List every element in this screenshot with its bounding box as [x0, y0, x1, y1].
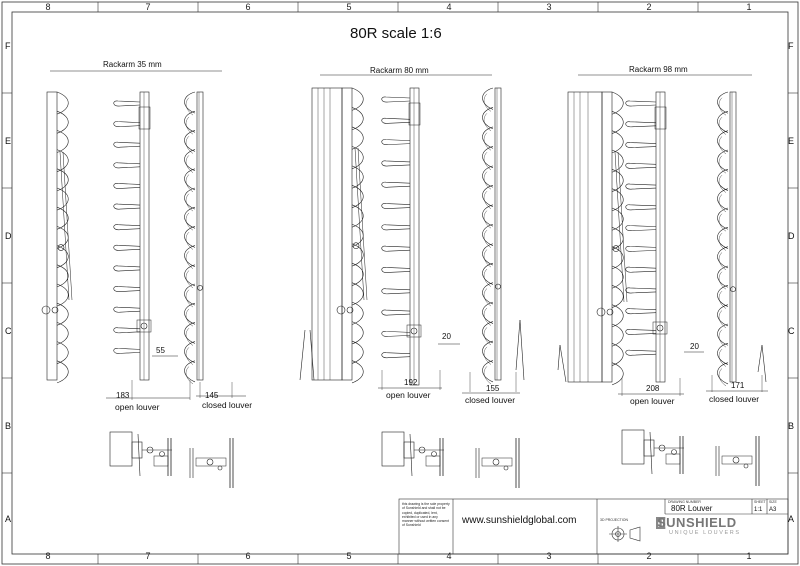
zone-label-bottom: 3	[546, 551, 552, 561]
zone-label-bottom: 6	[245, 551, 251, 561]
brand-name: SUNSHIELD	[657, 515, 737, 530]
title-block-frame	[398, 498, 789, 555]
zone-label-top: 6	[245, 2, 251, 12]
projection-symbol	[609, 526, 641, 542]
drawing-number-label: DRAWING NUMBER	[668, 500, 701, 504]
zone-label-left: E	[5, 136, 12, 146]
projection-label: 3D PROJECTION	[600, 518, 629, 522]
open-width-dim: 183	[116, 391, 130, 400]
sunshield-logo-icon	[656, 517, 666, 529]
arm-dim: 55	[156, 346, 165, 355]
zone-label-left: F	[5, 41, 11, 51]
zone-label-top: 7	[145, 2, 151, 12]
section-heading: Rackarm 35 mm	[103, 60, 162, 69]
zone-label-left: A	[5, 514, 12, 524]
zone-label-right: F	[788, 41, 794, 51]
zone-label-right: C	[788, 326, 795, 336]
zone-label-left: C	[5, 326, 12, 336]
zone-label-left: B	[5, 421, 12, 431]
section-heading: Rackarm 98 mm	[629, 65, 688, 74]
zone-label-top: 2	[646, 2, 652, 12]
zone-label-right: E	[788, 136, 795, 146]
zone-label-bottom: 2	[646, 551, 652, 561]
drawing-title: 80R scale 1:6	[350, 25, 442, 42]
louver-drawings	[41, 70, 768, 488]
zone-label-bottom: 4	[446, 551, 452, 561]
zone-label-bottom: 8	[45, 551, 51, 561]
brand-tagline: UNIQUE LOUVERS	[669, 530, 741, 536]
website-link[interactable]: www.sunshieldglobal.com	[462, 515, 577, 526]
section-heading: Rackarm 80 mm	[370, 66, 429, 75]
arm-dim: 20	[690, 342, 699, 351]
arm-dim: 20	[442, 332, 451, 341]
zone-label-bottom: 7	[145, 551, 151, 561]
copyright-note: this drawing is the sole property of Sun…	[402, 502, 450, 528]
closed-caption: closed louver	[202, 400, 253, 410]
zone-label-bottom: 5	[346, 551, 352, 561]
sheet-label: SHEET	[754, 500, 766, 504]
zone-label-top: 3	[546, 2, 552, 12]
closed-width-dim: 171	[731, 381, 745, 390]
closed-caption: closed louver	[465, 395, 516, 405]
open-caption: open louver	[115, 402, 160, 412]
zone-label-bottom: 1	[746, 551, 752, 561]
zone-label-right: A	[788, 514, 795, 524]
open-width-dim: 208	[646, 384, 660, 393]
closed-width-dim: 145	[205, 391, 219, 400]
zone-label-top: 1	[746, 2, 752, 12]
zone-label-left: D	[5, 231, 12, 241]
size-value: A3	[769, 507, 777, 513]
zone-label-top: 8	[45, 2, 51, 12]
sheet-value: 1:1	[754, 507, 763, 513]
closed-caption: closed louver	[709, 394, 760, 404]
open-width-dim: 192	[404, 378, 418, 387]
zone-label-right: D	[788, 231, 795, 241]
open-caption: open louver	[386, 390, 431, 400]
open-caption: open louver	[630, 396, 675, 406]
size-label: SIZE	[769, 500, 777, 504]
zone-label-top: 4	[446, 2, 452, 12]
drawing-name: 80R Louver	[671, 504, 713, 513]
closed-width-dim: 155	[486, 384, 500, 393]
zone-label-right: B	[788, 421, 795, 431]
zone-label-top: 5	[346, 2, 352, 12]
